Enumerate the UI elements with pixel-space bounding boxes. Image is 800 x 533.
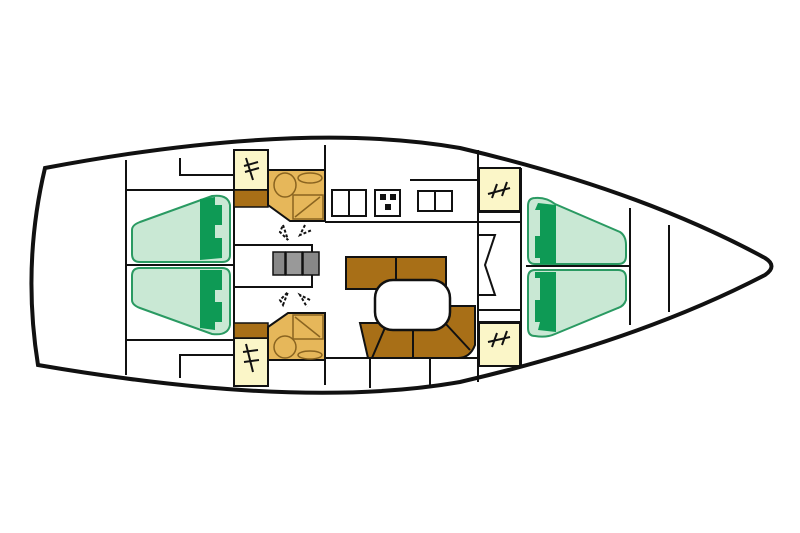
aft-shower-starboard (233, 322, 269, 387)
sink-icon (297, 172, 323, 184)
engine-icon (272, 251, 286, 276)
forward-shower-port (478, 167, 521, 212)
toilet-icon (273, 172, 297, 198)
aft-berth-port (131, 194, 231, 263)
galley-stove-icon (374, 189, 401, 217)
sink-icon (297, 350, 323, 360)
shower-icon (478, 167, 521, 212)
forward-berth-starboard (527, 269, 627, 338)
head-port (267, 169, 326, 222)
aft-berth-starboard (131, 267, 231, 336)
door-swing-icon (278, 291, 311, 308)
pillow-icon (200, 270, 222, 330)
shower-icon (478, 322, 521, 367)
locker-icon (233, 322, 269, 339)
forward-berth-port (527, 196, 627, 265)
engine-area (234, 222, 320, 308)
saloon (324, 256, 478, 388)
pillow-icon (535, 272, 556, 332)
door-swing-icon (478, 234, 497, 296)
locker-icon (233, 189, 269, 208)
pillow-icon (535, 203, 556, 264)
head-starboard (267, 312, 326, 361)
door-swing-icon (278, 222, 313, 241)
aft-shower-port (233, 149, 269, 208)
saloon-table-icon (373, 278, 452, 332)
galley (324, 145, 478, 223)
hull-outline (29, 135, 774, 395)
forward-shower-starboard (478, 322, 521, 367)
toilet-icon (273, 335, 297, 359)
pillow-icon (200, 197, 222, 260)
